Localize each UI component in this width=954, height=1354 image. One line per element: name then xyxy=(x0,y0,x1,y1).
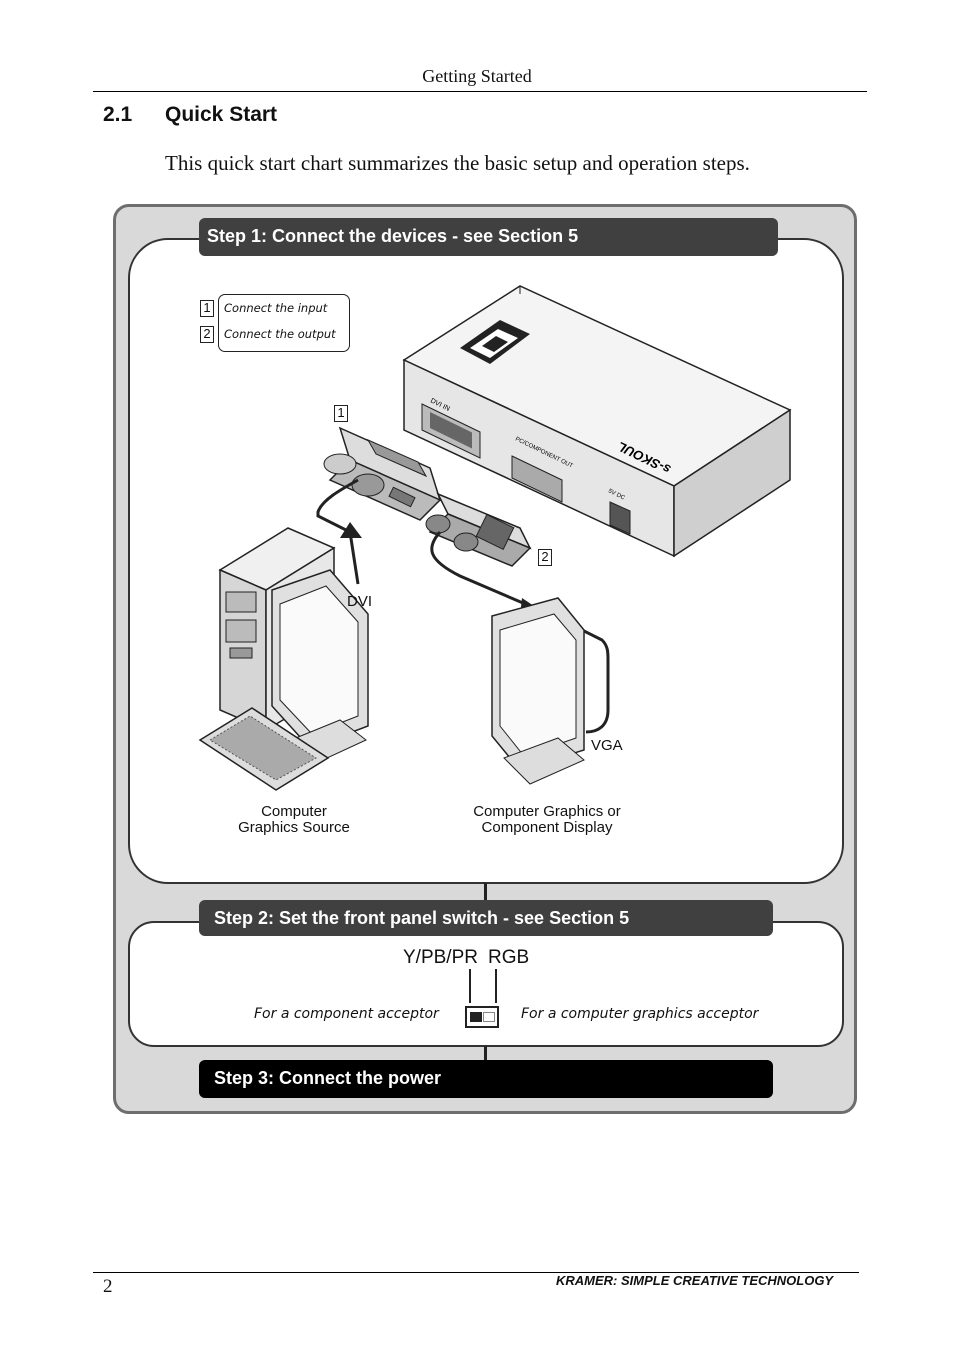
legend-number-2: 2 xyxy=(200,326,214,343)
switch-label-rgb: RGB xyxy=(488,947,530,968)
dvi-connector-icon xyxy=(323,426,442,521)
display-monitor-icon xyxy=(491,597,585,785)
legend-box xyxy=(218,294,350,352)
switch-pointer-line xyxy=(469,969,471,1003)
step1-title: Step 1: Connect the devices - see Sectio… xyxy=(199,218,778,256)
step3-title: Step 3: Connect the power xyxy=(199,1060,773,1098)
running-head: Getting Started xyxy=(422,66,532,86)
footer-brand: KRAMER: SIMPLE CREATIVE TECHNOLOGY xyxy=(556,1273,834,1288)
connector-line xyxy=(484,883,487,901)
legend-number-1: 1 xyxy=(200,300,214,317)
display-label: Computer Graphics or Component Display xyxy=(473,803,621,836)
switch-note-computer: For a computer graphics acceptor xyxy=(521,1006,759,1022)
connector-line xyxy=(484,1046,487,1060)
dvi-cable-label: DVI xyxy=(347,593,373,610)
connection-diagram: DVI IN PC/COMPONENT OUT 5V DC s-SKOUL xyxy=(198,285,792,791)
switch-note-component: For a component acceptor xyxy=(254,1006,439,1022)
callout-output-number: 2 xyxy=(538,549,552,566)
footer-rule xyxy=(93,1272,859,1273)
page-number: 2 xyxy=(103,1276,113,1297)
switch-pointer-line xyxy=(495,969,497,1003)
dvi-cable xyxy=(316,478,360,585)
arrow-up-icon xyxy=(340,522,362,538)
keyboard-icon xyxy=(198,707,330,791)
section-title: Quick Start xyxy=(165,103,278,126)
intro-paragraph: This quick start chart summarizes the ba… xyxy=(165,151,750,175)
switch-knob xyxy=(470,1012,482,1022)
vga-cable-label: VGA xyxy=(591,737,623,754)
legend-item-connect-output: Connect the output xyxy=(224,327,336,341)
section-number: 2.1 xyxy=(103,103,133,126)
front-panel-switch xyxy=(465,1006,499,1028)
vga-connector-icon xyxy=(425,492,532,567)
step2-title: Step 2: Set the front panel switch - see… xyxy=(199,900,773,936)
vga-cable xyxy=(430,531,531,608)
callout-input-number: 1 xyxy=(334,405,348,422)
step2-panel xyxy=(128,921,844,1047)
header-rule xyxy=(93,91,867,92)
legend-item-connect-input: Connect the input xyxy=(224,301,328,315)
switch-label-ypbpr: Y/PB/PR xyxy=(403,947,478,968)
device-box-icon: DVI IN PC/COMPONENT OUT 5V DC s-SKOUL xyxy=(402,285,792,558)
source-label: Computer Graphics Source xyxy=(238,803,350,836)
